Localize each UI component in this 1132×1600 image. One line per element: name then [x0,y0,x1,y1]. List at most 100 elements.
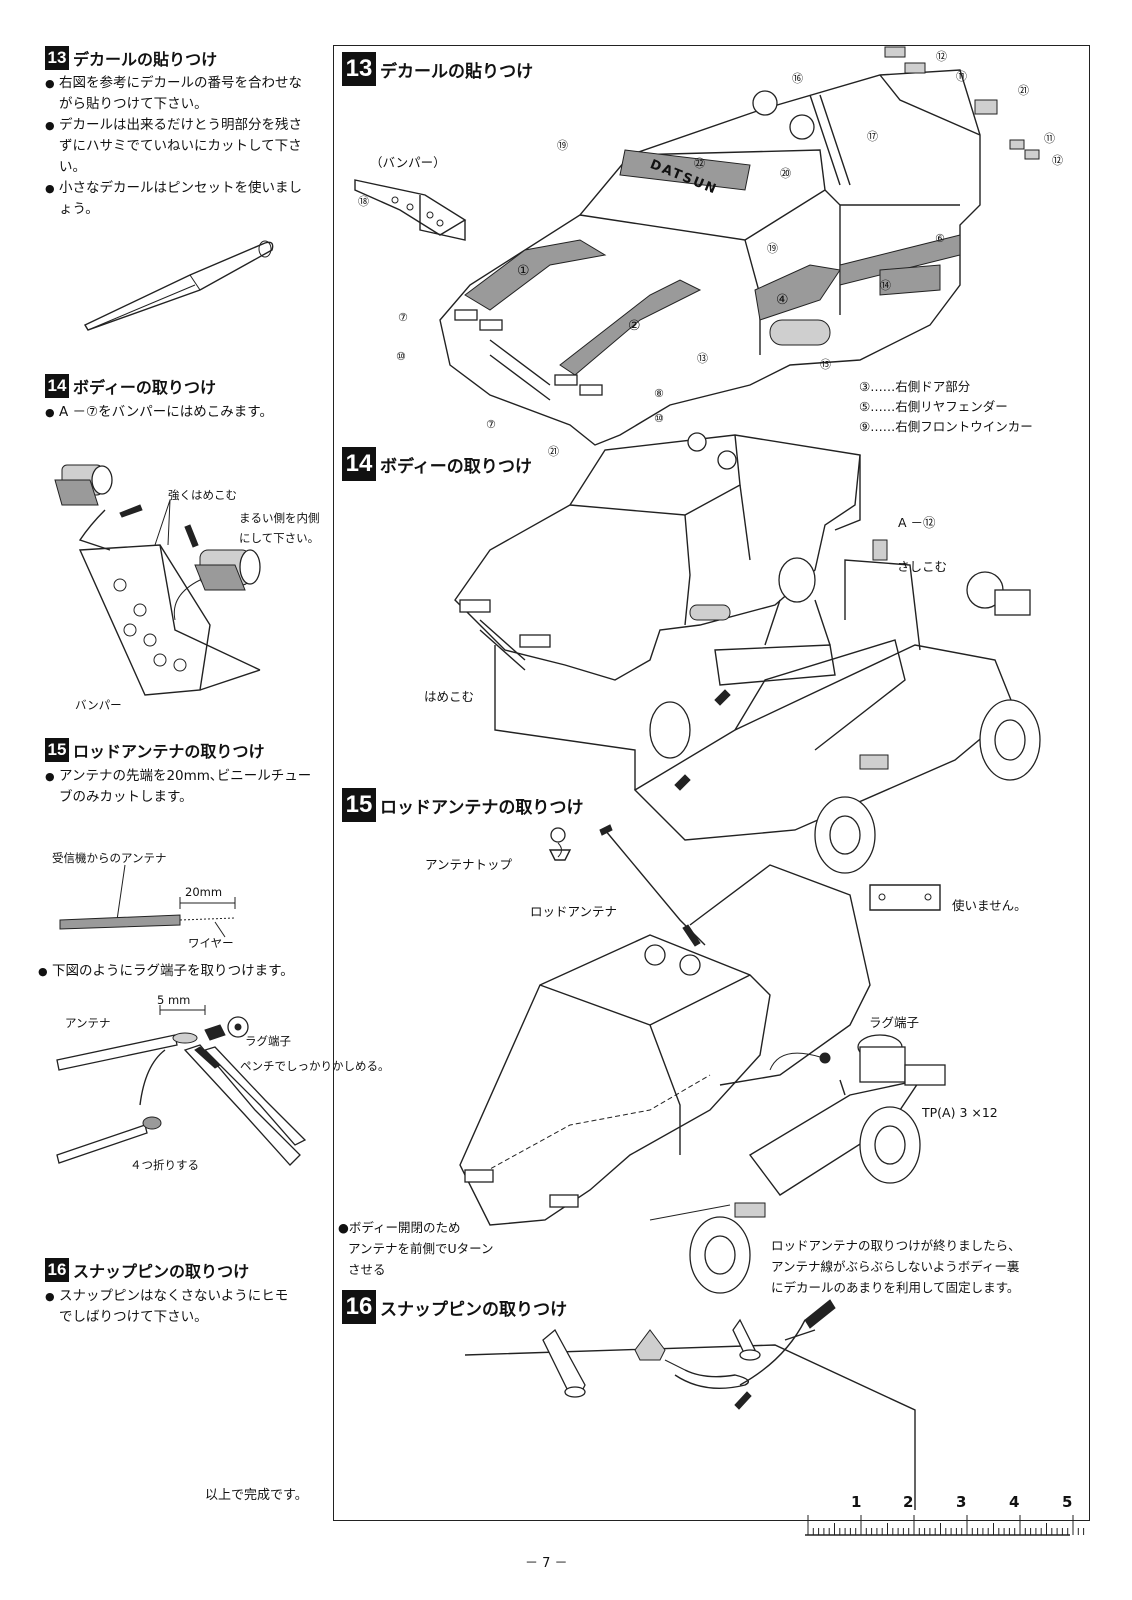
ruler-tick-3: 3 [956,1493,967,1511]
wire-label: ワイヤー [188,936,234,950]
step13-bullet: 右図を参考にデカールの番号を合わせながら貼りつけて下さい。 [45,73,315,115]
pliers-note: ペンチでしっかりかしめる。 [240,1059,390,1073]
step15-bullet: 下図のようにラグ端子を取りつけます。 [38,961,338,982]
bumper-label-right: （バンパー） [370,155,446,170]
callout-13: ⑬ [697,352,708,365]
lug-terminal-label-right: ラグ端子 [869,1015,920,1030]
r-step15-number: 15 [342,788,376,822]
step13-title: デカールの貼りつけ [73,50,218,69]
callout-11: ⑪ [956,70,967,83]
step13-heading: 13 デカールの貼りつけ [45,46,217,70]
measurement-ruler [805,1515,1085,1536]
page-number: － 7 － [525,1556,568,1571]
step15-instructions: アンテナの先端を20mm､ビニールチューブのみカットします。 [45,766,315,808]
decal-truck-illustration [354,46,1040,446]
step13-number: 13 [45,46,69,70]
callout-11b: ⑪ [1044,132,1055,145]
step16-bullet: スナップピンはなくさないようにヒモでしばりつけて下さい。 [45,1286,295,1328]
completion-note: 以上で完成です。 [205,1488,308,1503]
decal-note-5: ⑤……右側リヤフェンダー [859,399,1008,414]
step13-bullet: デカールは出来るだけとう明部分を残さずにハサミでていねいにカットして下さい。 [45,115,315,178]
callout-21b: ㉑ [548,445,559,458]
decal-number-4: ④ [776,292,789,308]
r-step15-heading: 15 ロッドアンテナの取りつけ [342,788,584,822]
callout-10b: ⑩ [654,412,664,425]
decal-note-3: ③……右側ドア部分 [859,379,971,394]
press-in-label: 強くはめこむ [168,488,237,502]
callout-17: ⑰ [867,130,878,143]
step14-title: ボディーの取りつけ [73,378,217,397]
r-step16-title: スナップピンの取りつけ [380,1299,568,1320]
insert-label: さしこむ [897,559,948,574]
step14-heading: 14 ボディーの取りつけ [45,374,216,398]
step14-number: 14 [45,374,69,398]
tweezers-illustration [84,240,274,331]
bumper-illustration [54,464,261,696]
r-step14-heading: 14 ボディーの取りつけ [342,447,532,481]
fold-note: ４つ折りする [130,1158,199,1172]
step16-heading: 16 スナップピンの取りつけ [45,1258,249,1282]
ruler-tick-5: 5 [1062,1493,1073,1511]
r-step15-title: ロッドアンテナの取りつけ [380,797,584,818]
step15-heading: 15 ロッドアンテナの取りつけ [45,738,265,762]
step13-bullet: 小さなデカールはピンセットを使いましょう。 [45,178,315,220]
ruler-tick-2: 2 [903,1493,914,1511]
step16-instructions: スナップピンはなくさないようにヒモでしばりつけて下さい。 [45,1286,295,1328]
callout-12b: ⑫ [1052,154,1063,167]
lug-terminal-label: ラグ端子 [245,1034,291,1048]
callout-15: ⑮ [820,358,831,371]
round-side-label: まるい側を内側 [239,511,320,525]
rod-antenna-label: ロッドアンテナ [530,904,618,919]
step13-instructions: 右図を参考にデカールの番号を合わせながら貼りつけて下さい。 デカールは出来るだけ… [45,73,315,220]
decal-note-9: ⑨……右側フロントウインカー [859,419,1033,434]
step14-instructions: A －⑦をバンパーにはめこみます。 [45,402,315,423]
callout-6: ⑥ [935,232,945,245]
bumper-label: バンパー [75,698,122,712]
fix-antenna-note-2: アンテナ線がぶらぶらしないようボディー裏 [771,1259,1020,1274]
r-step13-title: デカールの貼りつけ [380,61,534,82]
right-illustration-panel [333,45,1090,1521]
round-side-label-2: にして下さい。 [239,531,320,545]
step15-number: 15 [45,738,69,762]
body-mount-illustration [454,432,1041,874]
callout-22: ㉒ [694,157,705,170]
callout-12: ⑫ [936,50,947,63]
antenna-wire-illustration [59,864,236,938]
callout-7b: ⑦ [486,418,496,431]
fix-antenna-note-3: にデカールのあまりを利用して固定します。 [771,1280,1020,1295]
lug-terminal-illustration [56,1005,307,1166]
a12-label: A －⑫ [898,515,936,530]
callout-8: ⑧ [654,387,664,400]
step15-instructions-2: 下図のようにラグ端子を取りつけます。 [38,961,338,982]
antenna-label: アンテナ [65,1016,111,1030]
callout-21: ㉑ [1018,84,1029,97]
callout-7: ⑦ [398,311,408,324]
step15-title: ロッドアンテナの取りつけ [73,742,265,761]
step14-bullet: A －⑦をバンパーにはめこみます。 [45,402,315,423]
fix-antenna-note-1: ロッドアンテナの取りつけが終りましたら、 [771,1238,1021,1253]
r-step13-heading: 13 デカールの貼りつけ [342,52,533,86]
r-step16-heading: 16 スナップピンの取りつけ [342,1290,567,1324]
step16-title: スナップピンの取りつけ [73,1262,250,1281]
u-turn-note-line3: させる [348,1262,386,1277]
decal-number-1: ① [517,263,530,279]
antenna-top-label: アンテナトップ [425,857,513,872]
r-step16-number: 16 [342,1290,376,1324]
step15-bullet: アンテナの先端を20mm､ビニールチューブのみカットします。 [45,766,315,808]
dimension-20mm: 20mm [185,885,223,899]
receiver-antenna-label: 受信機からのアンテナ [52,851,167,865]
callout-10: ⑩ [396,350,406,363]
callout-19b: ⑲ [767,242,778,255]
r-step14-number: 14 [342,447,376,481]
ruler-tick-1: 1 [851,1493,862,1511]
ruler-tick-4: 4 [1009,1493,1020,1511]
u-turn-note-line1: ●ボディー開閉のため [338,1220,461,1235]
u-turn-note-line2: アンテナを前側でUターン [348,1241,494,1256]
unused-part-note: 使いません。 [952,898,1027,913]
snap-pin-illustration [464,1299,916,1510]
dimension-5mm: 5 mm [157,993,191,1007]
screw-spec-label: TP(A) 3 ×12 [922,1105,998,1120]
callout-14: ⑭ [880,279,891,292]
callout-16: ⑯ [792,72,803,85]
r-step14-title: ボディーの取りつけ [380,456,532,477]
